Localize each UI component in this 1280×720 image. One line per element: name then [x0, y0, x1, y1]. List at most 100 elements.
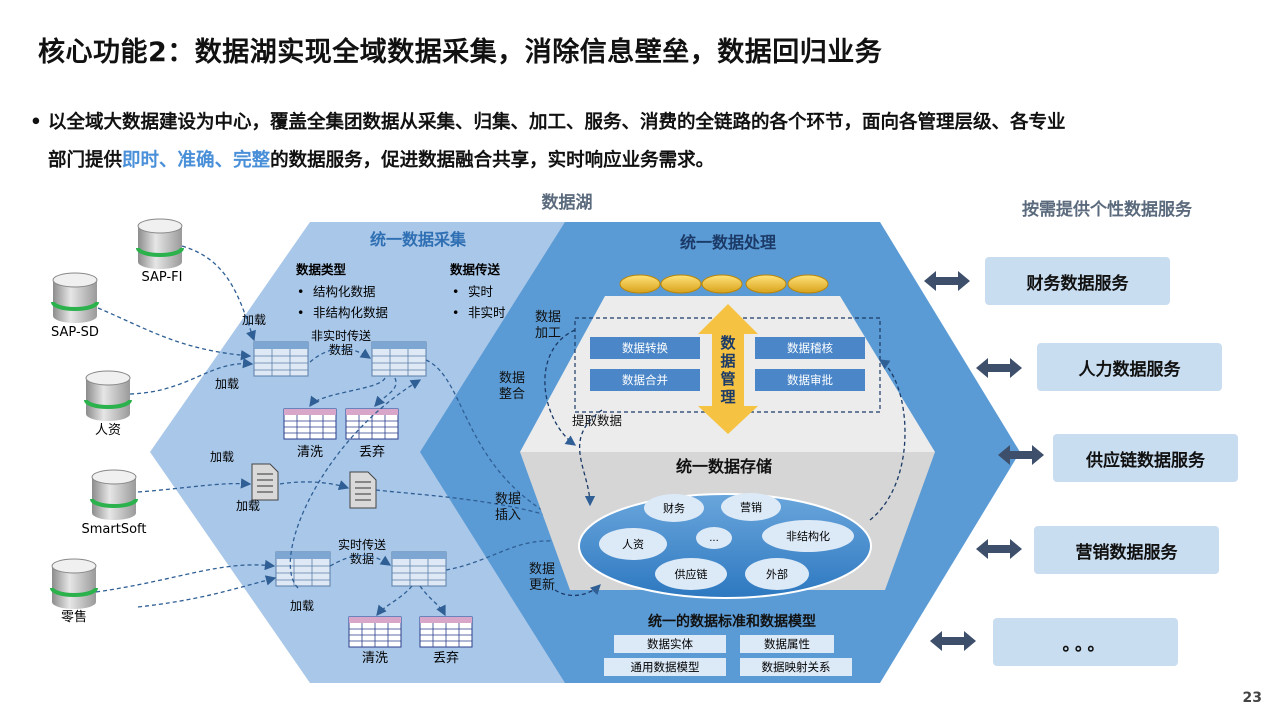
process-label-1: 数据 [535, 310, 561, 325]
highlight-sep-2: 、 [214, 150, 234, 171]
load-label: 加载 [290, 599, 314, 613]
update-label-1: 数据 [529, 562, 555, 577]
storage-item: 供应链 [675, 567, 708, 581]
standard-item: 通用数据模型 [631, 660, 700, 674]
process-label-2: 加工 [535, 326, 561, 341]
storage-item: 财务 [663, 501, 685, 515]
realtime-label-1: 实时传送 [338, 537, 386, 552]
gold-layer [619, 274, 829, 294]
load-label: 加载 [215, 377, 239, 391]
highlight-sep-1: 、 [159, 150, 178, 171]
database-smartsoft: SmartSoft [82, 469, 147, 537]
management-arrow [698, 304, 758, 434]
data-type-header: 数据类型 [295, 262, 347, 277]
storage-item: ... [709, 533, 719, 544]
update-label-2: 更新 [529, 577, 555, 593]
service-hr: 人力数据服务 [1037, 343, 1222, 391]
storage-item: 外部 [766, 567, 788, 581]
discard-label-bottom: 丢弃 [433, 651, 459, 666]
service-marketing: 营销数据服务 [1034, 526, 1219, 574]
document-icon [349, 471, 377, 509]
standard-box [740, 658, 852, 676]
insert-label-1: 数据 [495, 492, 521, 507]
standard-item: 数据属性 [764, 637, 810, 651]
double-arrow-icon [930, 631, 976, 651]
database-sap-sd: SAP-SD [51, 272, 99, 340]
type-structured: 结构化数据 [313, 284, 376, 299]
lake-label: 数据湖 [542, 192, 593, 213]
standard-box [614, 635, 726, 653]
integrate-label-1: 数据 [499, 371, 525, 386]
storage-item-bubble [762, 520, 854, 552]
mgmt-char: 管 [720, 370, 735, 388]
services-header: 按需提供个性数据服务 [1022, 199, 1193, 220]
source-label: SmartSoft [82, 522, 147, 537]
processing-title: 统一数据处理 [680, 233, 776, 252]
processing-flows [544, 329, 906, 597]
transfer-bullet-1: • [452, 284, 459, 299]
database-hr: 人资 [84, 370, 132, 438]
op-audit-box [755, 337, 865, 359]
double-arrow-icon [976, 358, 1022, 378]
storage-item: 人资 [622, 538, 644, 551]
storage-items: 财务 营销 人资 ... 非结构化 供应链 外部 [599, 493, 854, 590]
highlight-3: 完整 [233, 150, 271, 171]
collection-title: 统一数据采集 [370, 230, 467, 249]
clean-table-icon [348, 616, 402, 648]
table-icon [253, 341, 309, 377]
source-label: SAP-FI [142, 270, 183, 285]
intro-line-2: 部门提供即时、准确、完整的数据服务，促进数据融合共享，实时响应业务需求。 [30, 142, 1250, 180]
type-unstructured: 非结构化数据 [313, 305, 388, 320]
clean-label-bottom: 清洗 [362, 651, 388, 666]
storage-item-bubble [745, 558, 809, 590]
service-supply-chain: 供应链数据服务 [1053, 434, 1238, 482]
collection-panel [150, 222, 590, 683]
double-arrow-icon [998, 445, 1044, 465]
double-arrow-icon [976, 539, 1022, 559]
standard-title: 统一的数据标准和数据模型 [648, 613, 816, 630]
gold-coin [701, 274, 743, 294]
op-merge: 数据合并 [622, 373, 668, 387]
database-sap-fi: SAP-FI [136, 218, 184, 285]
nonrealtime-label-1: 非实时传送 [311, 328, 371, 343]
transfer-nonrealtime: 非实时 [468, 305, 506, 320]
gold-coin [660, 274, 702, 294]
page-title: 核心功能2：数据湖实现全域数据采集，消除信息壁垒，数据回归业务 [38, 37, 883, 68]
storage-item: 非结构化 [786, 529, 830, 543]
op-approve-box [755, 369, 865, 391]
standard-item: 数据映射关系 [762, 660, 831, 674]
load-label: 加载 [210, 450, 234, 464]
intro-text-1: 以全域大数据建设为中心，覆盖全集团数据从采集、归集、加工、服务、消费的全链路的各… [48, 112, 1066, 133]
table-icon [275, 551, 331, 587]
service-finance: 财务数据服务 [985, 257, 1170, 305]
intro-text-2: 部门提供 [48, 150, 123, 171]
standard-box [604, 658, 726, 676]
op-merge-box [590, 369, 700, 391]
database-retail: 零售 [50, 558, 98, 625]
op-audit: 数据稽核 [787, 341, 833, 355]
intro-text-3: 的数据服务，促进数据融合共享，实时响应业务需求。 [270, 150, 715, 171]
source-label: 零售 [61, 609, 87, 625]
highlight-2: 准确 [177, 150, 215, 171]
nonrealtime-label-2: 数据 [329, 342, 353, 357]
storage-item-bubble [655, 558, 727, 590]
highlight-1: 即时 [122, 150, 160, 171]
storage-item: 营销 [740, 500, 762, 514]
mgmt-char: 据 [720, 352, 735, 370]
load-label: 加载 [236, 499, 260, 513]
storage-item-bubble [721, 493, 781, 521]
storage-item-bubble [644, 494, 704, 522]
bullet-dot: • [30, 112, 42, 133]
storage-item-bubble [696, 527, 732, 549]
table-icon [391, 551, 447, 587]
op-approve: 数据审批 [787, 373, 833, 387]
source-label: 人资 [95, 423, 121, 438]
mgmt-char: 理 [720, 388, 735, 406]
standard-box [740, 635, 834, 653]
table-group-top: 非实时传送 数据 清洗 丢弃 [253, 328, 427, 460]
integrate-label-2: 整合 [499, 387, 525, 402]
insert-label-2: 插入 [495, 508, 521, 523]
discard-table-icon [419, 616, 473, 648]
table-group-bottom: 实时传送 数据 清洗 丢弃 [275, 537, 473, 666]
